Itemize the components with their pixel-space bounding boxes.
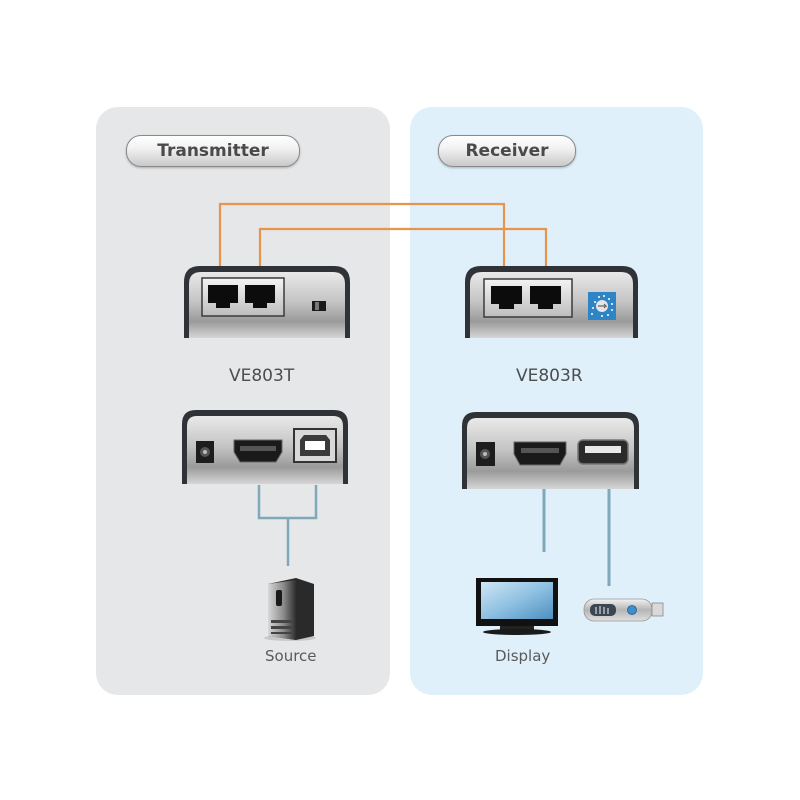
rotary-switch-icon (588, 292, 616, 320)
usb-a-port-icon (577, 439, 629, 465)
transmitter-header: Transmitter (126, 135, 300, 167)
rj45-port-icon (491, 286, 522, 309)
rj45-port-icon (245, 285, 275, 308)
source-cable (257, 485, 318, 566)
hdmi-port-icon (513, 441, 567, 466)
receiver-front-unit (465, 266, 638, 338)
dc-power-jack-icon (196, 441, 214, 463)
cat-cable-2 (258, 227, 548, 272)
rj45-port-pair (483, 278, 573, 318)
transmitter-model-label: VE803T (229, 366, 295, 386)
source-label: Source (265, 647, 317, 665)
receiver-model-label: VE803R (516, 366, 583, 386)
rj45-port-pair (201, 277, 285, 317)
receiver-rear-unit (462, 412, 639, 489)
rj45-port-icon (530, 286, 561, 309)
transmitter-rear-unit (182, 410, 348, 484)
monitor-icon (476, 578, 558, 635)
usb-flash-drive-icon (583, 598, 664, 622)
transmitter-front-unit (184, 266, 350, 338)
rj45-port-icon (208, 285, 238, 308)
receiver-header: Receiver (438, 135, 576, 167)
toggle-switch-icon (312, 301, 326, 311)
hdmi-port-icon (233, 439, 283, 463)
display-label: Display (495, 647, 551, 665)
computer-tower-icon (264, 578, 316, 641)
dc-power-jack-icon (476, 442, 495, 466)
usb-b-port-icon (293, 428, 337, 463)
cat-cable-1 (218, 202, 506, 272)
